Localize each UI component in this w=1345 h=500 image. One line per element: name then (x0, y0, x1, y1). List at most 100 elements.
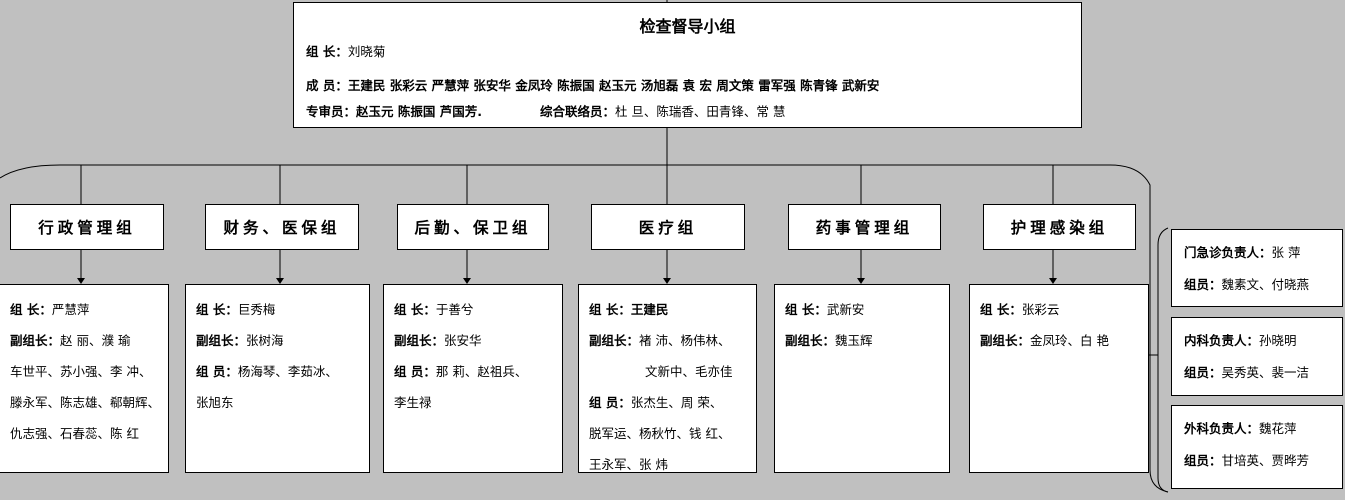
group-line: 滕永军、陈志雄、郗朝辉、 (10, 392, 160, 411)
field-label: 专审员： (306, 104, 357, 119)
field-label: 赵玉元 陈振国 芦国芳. (356, 104, 482, 119)
field-label: 组 长： (196, 302, 238, 317)
field-label: 王建民 张彩云 严慧萍 张安华 金凤玲 陈振国 赵玉元 汤旭磊 袁 宏 周文策 … (347, 78, 880, 93)
field-label: 组 员： (589, 395, 631, 410)
field-label: 副组长： (10, 333, 61, 348)
group-body-nursing: 组 长：张彩云 副组长：金凤玲、白 艳 (969, 284, 1149, 473)
field-value: 武新安 (826, 302, 865, 317)
group-line: 组 长：武新安 (785, 299, 864, 318)
group-line: 副组长：赵 丽、濮 瑜 (10, 330, 130, 349)
field-label: 综合联络员： (539, 104, 615, 119)
field-value: 孙晓明 (1259, 333, 1297, 348)
field-label: 组 长： (589, 302, 631, 317)
field-value: 张安华 (444, 333, 482, 348)
side-member-line: 组员：甘培英、贾晔芳 (1184, 450, 1309, 469)
group-header-nursing: 护理感染组 (983, 204, 1136, 250)
field-label: 门急诊负责人： (1184, 245, 1272, 260)
group-line: 副组长：金凤玲、白 艳 (980, 330, 1109, 349)
field-value: 褚 沛、杨伟林、 (639, 333, 731, 348)
field-value: 魏玉辉 (835, 333, 873, 348)
field-value: 于善兮 (435, 302, 474, 317)
field-value: 刘晓菊 (347, 44, 386, 59)
field-label: 组 长： (980, 302, 1022, 317)
group-line: 副组长：褚 沛、杨伟林、 (589, 330, 731, 349)
group-body-finance: 组 长：巨秀梅 副组长：张树海 组 员：杨海琴、李茹冰、 张旭东 (185, 284, 370, 473)
field-value: 车世平、苏小强、李 冲、 (10, 364, 152, 379)
group-line: 组 长：张彩云 (980, 299, 1059, 318)
field-value: 吴秀英、裴一洁 (1221, 365, 1310, 380)
inspection-group-box: 检查督导小组 组 长：刘晓菊 成 员：王建民 张彩云 严慧萍 张安华 金凤玲 陈… (293, 2, 1082, 128)
field-value: 赵 丽、濮 瑜 (60, 333, 131, 348)
field-value: 巨秀梅 (237, 302, 276, 317)
group-header-logistics: 后勤、保卫组 (397, 204, 549, 250)
group-line: 副组长：张树海 (196, 330, 284, 349)
group-body-pharmacy: 组 长：武新安 副组长：魏玉辉 (774, 284, 950, 473)
group-line: 脱军运、杨秋竹、钱 红、 (589, 423, 730, 442)
group-header-medical: 医疗组 (591, 204, 745, 250)
field-value: 文新中、毛亦佳 (645, 364, 733, 379)
field-value: 滕永军、陈志雄、郗朝辉、 (10, 395, 161, 410)
field-value: 张杰生、周 荣、 (630, 395, 723, 410)
field-value: 严慧萍 (51, 302, 90, 317)
group-header-pharmacy: 药事管理组 (788, 204, 941, 250)
field-label: 组 员： (196, 364, 238, 379)
group-line: 组 长：于善兮 (394, 299, 473, 318)
group-line: 车世平、苏小强、李 冲、 (10, 361, 151, 380)
field-value: 甘培英、贾晔芳 (1221, 453, 1310, 468)
field-value: 杜 旦、陈瑞香、田青锋、常 慧 (614, 104, 786, 119)
group-line: 组 员：张杰生、周 荣、 (589, 392, 722, 411)
field-label: 组 长： (306, 44, 348, 59)
field-label: 副组长： (394, 333, 445, 348)
side-head-line: 内科负责人：孙晓明 (1184, 330, 1297, 349)
group-line: 副组长：魏玉辉 (785, 330, 873, 349)
field-value: 魏素文、付晓燕 (1221, 277, 1310, 292)
field-label: 副组长： (980, 333, 1031, 348)
group-body-logistics: 组 长：于善兮 副组长：张安华 组 员：那 莉、赵祖兵、 李生禄 (383, 284, 563, 473)
field-value: 魏花萍 (1259, 421, 1297, 436)
group-line: 仇志强、石春蕊、陈 红 (10, 423, 139, 442)
side-box-emergency: 门急诊负责人：张 萍 组员：魏素文、付晓燕 (1171, 229, 1343, 307)
field-label: 组 长： (10, 302, 52, 317)
field-value: 张树海 (246, 333, 284, 348)
group-line: 组 长：严慧萍 (10, 299, 89, 318)
field-value: 仇志强、石春蕊、陈 红 (10, 426, 139, 441)
group-line: 李生禄 (394, 392, 432, 411)
field-value: 金凤玲、白 艳 (1030, 333, 1109, 348)
side-box-internal: 内科负责人：孙晓明 组员：吴秀英、裴一洁 (1171, 317, 1343, 396)
group-body-medical: 组 长：王建民 副组长：褚 沛、杨伟林、 文新中、毛亦佳 组 员：张杰生、周 荣… (578, 284, 757, 473)
field-label: 组 员： (394, 364, 436, 379)
group-header-finance: 财务、医保组 (205, 204, 359, 250)
group-header-admin: 行政管理组 (10, 204, 164, 250)
field-label: 副组长： (589, 333, 640, 348)
members-line: 成 员：王建民 张彩云 严慧萍 张安华 金凤玲 陈振国 赵玉元 汤旭磊 袁 宏 … (306, 75, 879, 94)
field-label: 组 长： (785, 302, 827, 317)
group-line: 组 员：杨海琴、李茹冰、 (196, 361, 338, 380)
group-line: 组 长：王建民 (589, 299, 668, 318)
group-line: 副组长：张安华 (394, 330, 482, 349)
field-label: 内科负责人： (1184, 333, 1260, 348)
inspection-group-title: 检查督导小组 (639, 17, 736, 36)
field-label: 组员： (1184, 453, 1222, 468)
side-head-line: 门急诊负责人：张 萍 (1184, 242, 1301, 261)
auditors-line: 专审员：赵玉元 陈振国 芦国芳. 综合联络员：杜 旦、陈瑞香、田青锋、常 慧 (306, 101, 785, 120)
group-line: 张旭东 (196, 392, 234, 411)
field-value: 那 莉、赵祖兵、 (435, 364, 528, 379)
leader-line: 组 长：刘晓菊 (306, 41, 385, 60)
side-box-surgery: 外科负责人：魏花萍 组员：甘培英、贾晔芳 (1171, 405, 1343, 489)
field-value: 张 萍 (1271, 245, 1301, 260)
field-label: 成 员： (306, 78, 348, 93)
side-member-line: 组员：魏素文、付晓燕 (1184, 274, 1309, 293)
field-label: 组 长： (394, 302, 436, 317)
field-value: 杨海琴、李茹冰、 (237, 364, 338, 379)
field-label: 外科负责人： (1184, 421, 1260, 436)
field-label: 组员： (1184, 277, 1222, 292)
group-body-admin: 组 长：严慧萍 副组长：赵 丽、濮 瑜 车世平、苏小强、李 冲、 滕永军、陈志雄… (0, 284, 169, 473)
field-label: 王建民 (630, 302, 669, 317)
field-value: 王永军、张 炜 (589, 457, 668, 472)
group-line: 文新中、毛亦佳 (645, 361, 733, 380)
group-line: 组 长：巨秀梅 (196, 299, 275, 318)
field-value: 李生禄 (394, 395, 432, 410)
field-value: 脱军运、杨秋竹、钱 红、 (589, 426, 731, 441)
side-member-line: 组员：吴秀英、裴一洁 (1184, 362, 1309, 381)
